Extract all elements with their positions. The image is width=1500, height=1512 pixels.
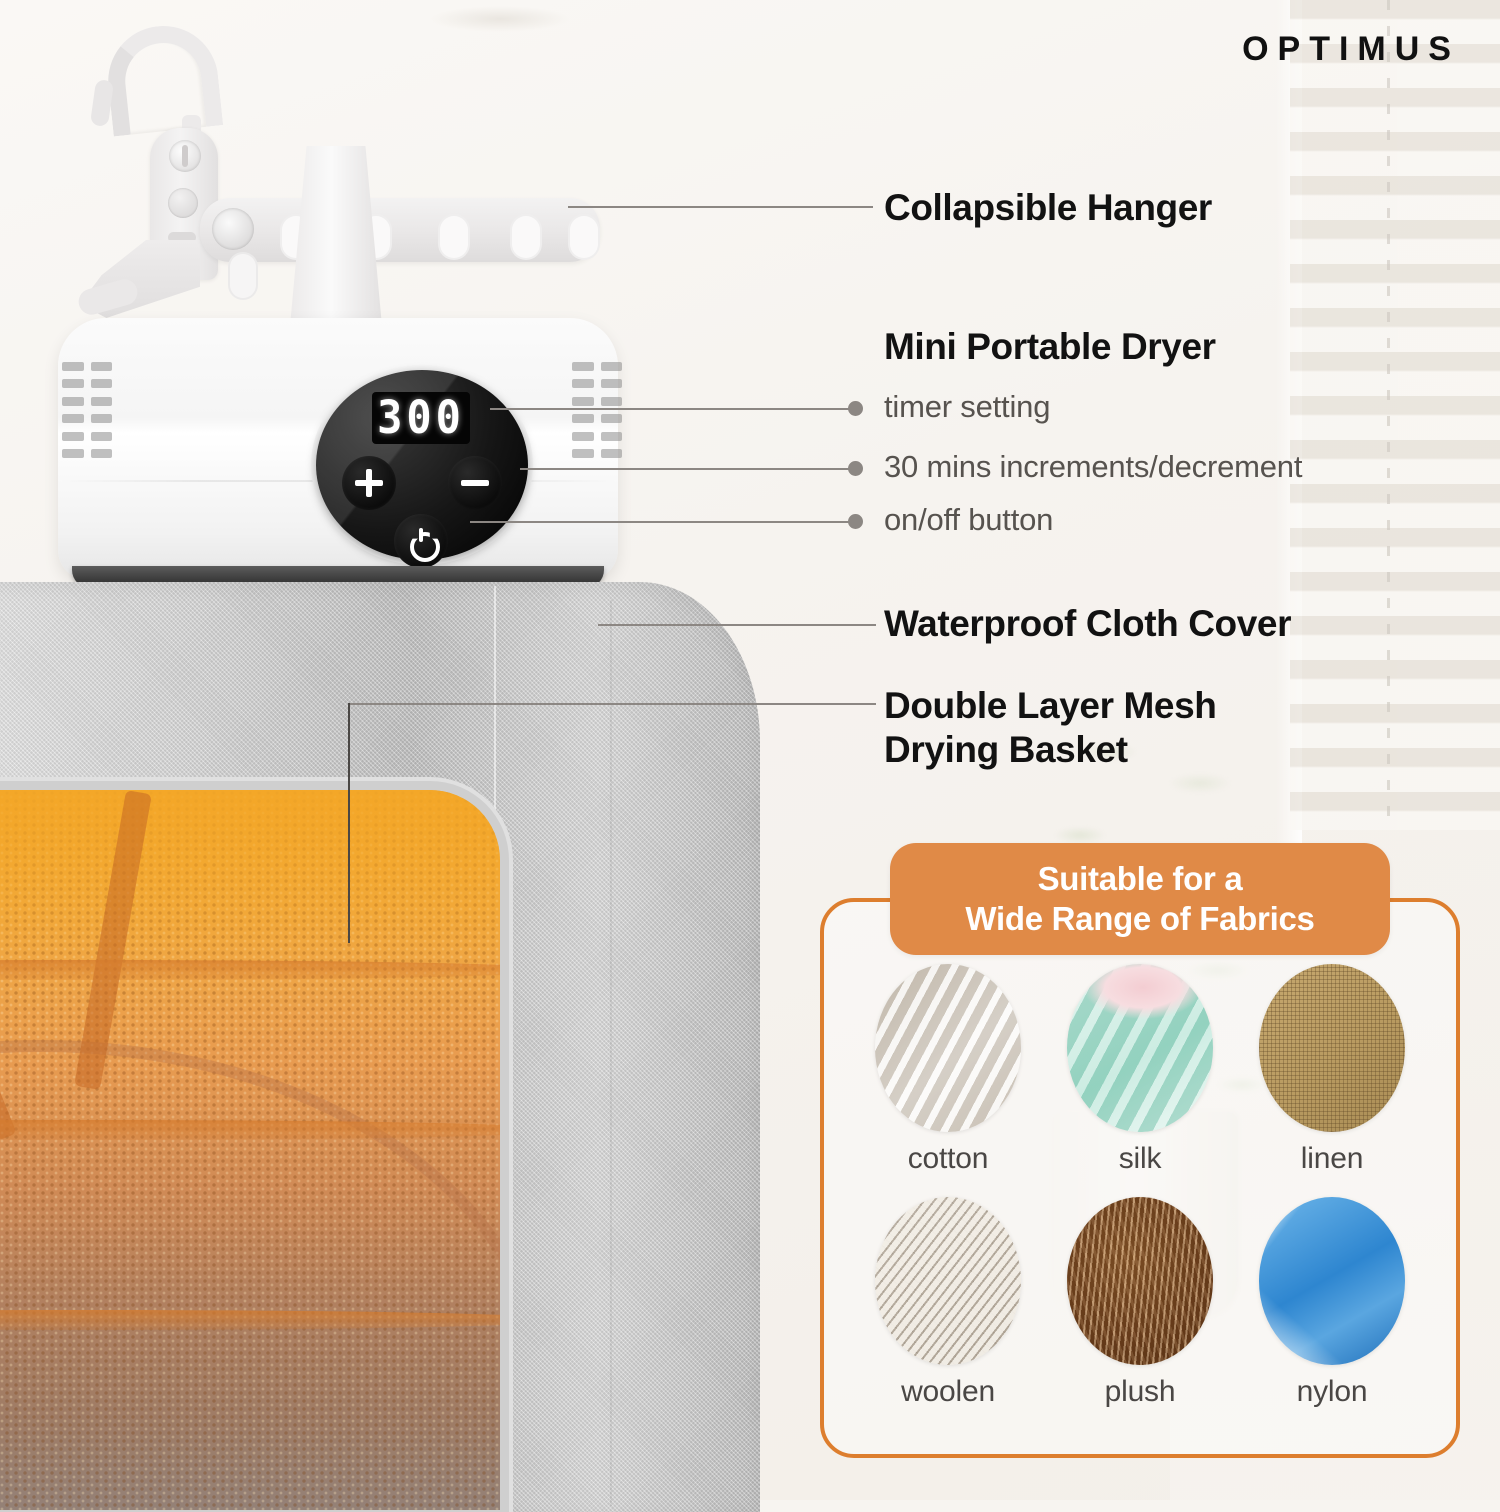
callout-title-hanger: Collapsible Hanger bbox=[884, 187, 1212, 228]
callout-title-dryer: Mini Portable Dryer bbox=[884, 326, 1216, 367]
plush-swatch-icon bbox=[1067, 1197, 1213, 1365]
fabric-label: cotton bbox=[907, 1142, 989, 1175]
power-button[interactable] bbox=[394, 514, 448, 568]
callout-title-cover: Waterproof Cloth Cover bbox=[884, 603, 1292, 644]
leader-dot-power bbox=[848, 514, 863, 529]
leader-dot-increments bbox=[848, 461, 863, 476]
basket-shelf bbox=[0, 1310, 500, 1330]
brand-logo: OPTIMUS bbox=[1242, 30, 1460, 68]
double-layer-mesh-basket bbox=[0, 790, 500, 1510]
fabric-item-woolen: woolen bbox=[852, 1197, 1044, 1430]
cotton-swatch-icon bbox=[875, 964, 1021, 1132]
silk-swatch-icon bbox=[1067, 964, 1213, 1132]
leader-dot-timer bbox=[848, 401, 863, 416]
dryer-vent-right bbox=[572, 362, 622, 458]
leader-line-mesh-vertical bbox=[348, 703, 350, 943]
fabric-item-silk: silk bbox=[1044, 964, 1236, 1197]
fabric-label: plush bbox=[1104, 1375, 1176, 1408]
fabrics-badge: Suitable for a Wide Range of Fabrics bbox=[890, 843, 1390, 955]
fabric-item-plush: plush bbox=[1044, 1197, 1236, 1430]
cover-seam bbox=[610, 600, 612, 1506]
window-blinds bbox=[1290, 0, 1500, 830]
dryer-feature-timer: timer setting bbox=[884, 389, 1051, 424]
hanger-slot bbox=[568, 214, 600, 260]
hanger-hook-tip bbox=[89, 78, 115, 128]
hanger-slot bbox=[228, 252, 258, 300]
fabric-item-linen: linen bbox=[1236, 964, 1428, 1197]
leader-line-hanger bbox=[568, 206, 873, 208]
linen-swatch-icon bbox=[1259, 964, 1405, 1132]
timer-display: 300 bbox=[372, 392, 470, 444]
mesh-heat-glow bbox=[0, 790, 500, 970]
fabrics-card: cotton silk linen woolen plush nylon bbox=[820, 898, 1460, 1458]
fabrics-badge-line2: Wide Range of Fabrics bbox=[965, 900, 1315, 937]
fabric-label: nylon bbox=[1296, 1375, 1368, 1408]
hanger-hinge-button-top bbox=[168, 188, 198, 218]
dryer-vent-left bbox=[62, 362, 112, 458]
fabric-label: linen bbox=[1300, 1142, 1364, 1175]
leader-line-increments bbox=[520, 468, 855, 470]
fabric-item-cotton: cotton bbox=[852, 964, 1044, 1197]
basket-shelf bbox=[0, 960, 500, 980]
basket-shelf bbox=[0, 1120, 500, 1140]
power-icon bbox=[408, 528, 434, 554]
increment-button[interactable] bbox=[342, 456, 396, 510]
callout-labels: Collapsible Hanger Mini Portable Dryer t… bbox=[884, 0, 1484, 820]
leader-line-power bbox=[470, 521, 855, 523]
nylon-swatch-icon bbox=[1259, 1197, 1405, 1365]
leader-line-cover bbox=[598, 624, 876, 626]
plus-icon bbox=[355, 469, 383, 497]
callout-title-mesh-line2: Drying Basket bbox=[884, 729, 1128, 770]
dryer-feature-power: on/off button bbox=[884, 502, 1054, 537]
fabric-label: silk bbox=[1118, 1142, 1162, 1175]
decrement-button[interactable] bbox=[448, 456, 502, 510]
ceiling-fixture bbox=[430, 6, 570, 32]
dryer-feature-increments: 30 mins increments/decrement bbox=[884, 449, 1303, 484]
leader-line-mesh-horizontal bbox=[348, 703, 876, 705]
hanger-slot bbox=[438, 214, 470, 260]
callout-title-mesh-line1: Double Layer Mesh bbox=[884, 685, 1217, 726]
hanger-hook bbox=[102, 20, 224, 137]
woolen-swatch-icon bbox=[875, 1197, 1021, 1365]
leader-line-timer bbox=[490, 408, 855, 410]
hanger-slot bbox=[510, 214, 542, 260]
dryer-handle-neck bbox=[290, 146, 382, 326]
fabric-label: woolen bbox=[901, 1375, 995, 1408]
minus-icon bbox=[461, 469, 489, 497]
fabric-item-nylon: nylon bbox=[1236, 1197, 1428, 1430]
timer-display-value: 300 bbox=[377, 391, 465, 444]
fabrics-badge-line1: Suitable for a bbox=[1037, 859, 1243, 897]
hanger-pivot bbox=[212, 208, 254, 250]
collapsible-hanger bbox=[40, 20, 620, 320]
hanger-hinge-slot bbox=[168, 232, 196, 243]
control-panel[interactable]: 300 bbox=[316, 370, 528, 568]
product-image: 300 bbox=[0, 0, 760, 1500]
fabrics-grid: cotton silk linen woolen plush nylon bbox=[852, 964, 1428, 1430]
hanger-hinge-screw bbox=[169, 140, 201, 172]
